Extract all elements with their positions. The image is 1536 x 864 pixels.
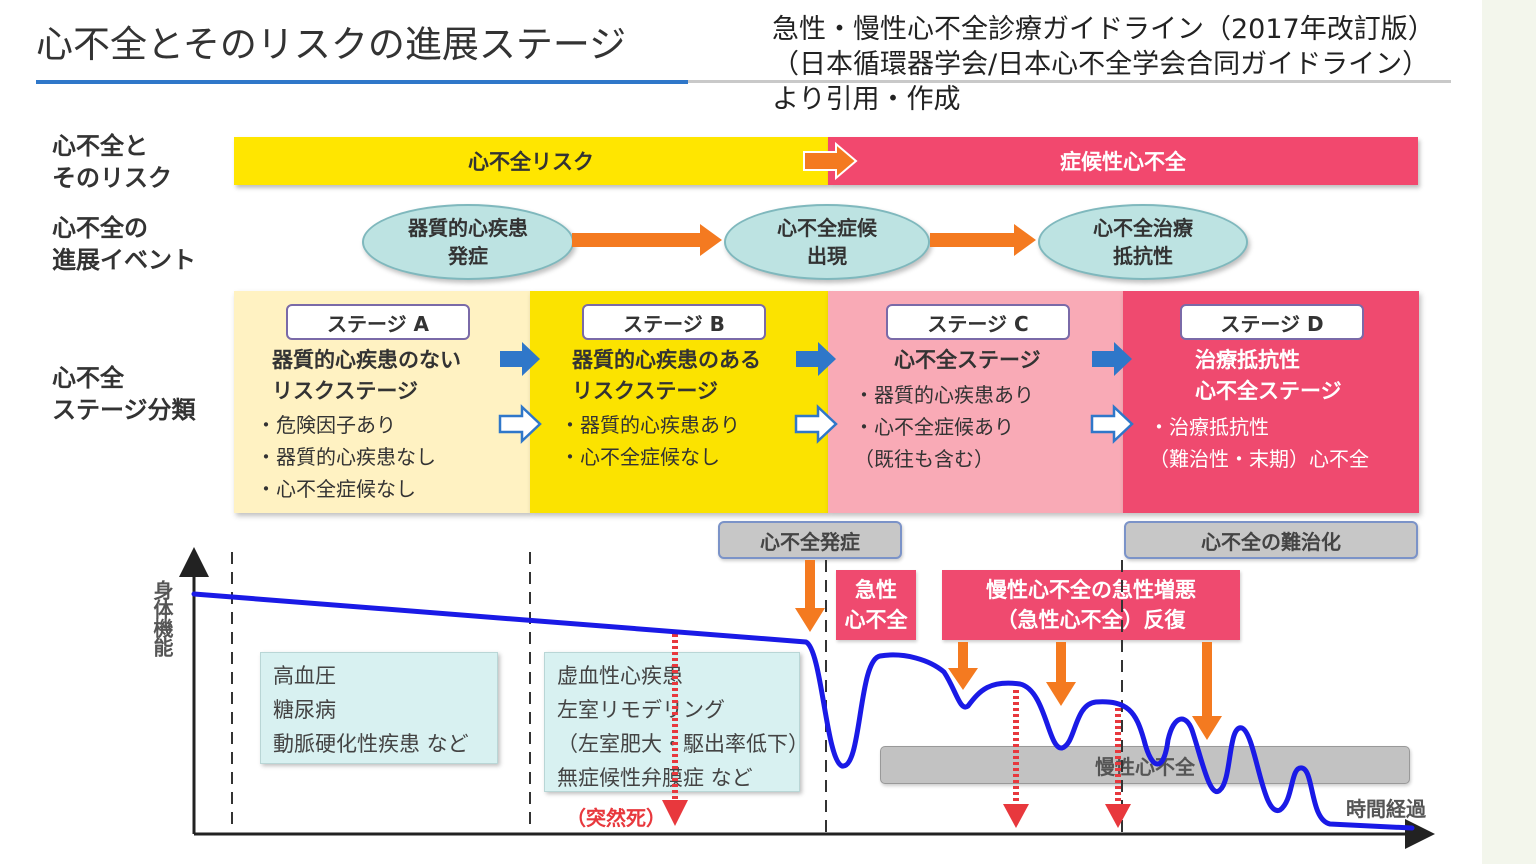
event-structural-heart-disease-onset: 器質的心疾患発症 bbox=[362, 204, 574, 280]
stage-c-heading: 心不全ステージ bbox=[894, 345, 1041, 376]
sudden-death-arrow-1 bbox=[662, 634, 688, 826]
exacerbation-label-line2: （急性心不全）反復 bbox=[996, 608, 1186, 632]
event-arrow-2 bbox=[930, 224, 1036, 256]
citation-line-1: 急性・慢性心不全診療ガイドライン（2017年改訂版） bbox=[772, 14, 1435, 45]
stage-b-item-2: ・心不全症候なし bbox=[560, 445, 720, 469]
cause-a-3: 動脈硬化性疾患 など bbox=[273, 732, 469, 756]
onset-label: 心不全発症 bbox=[718, 521, 902, 559]
stage-b-item-1: ・器質的心疾患あり bbox=[560, 413, 740, 437]
risk-band-symptomatic: 症候性心不全 bbox=[828, 137, 1418, 185]
stage-c-criteria: ・器質的心疾患あり ・心不全症候あり （既往も含む） bbox=[854, 379, 1034, 475]
event-symptoms-appear: 心不全症候出現 bbox=[724, 204, 930, 280]
stage-a-heading-line1: 器質的心疾患のない bbox=[272, 348, 461, 372]
event-1-line1: 器質的心疾患 bbox=[408, 216, 528, 240]
row-label-events: 心不全の 進展イベント bbox=[52, 212, 196, 276]
exacerbation-label-line1: 慢性心不全の急性増悪 bbox=[986, 578, 1196, 602]
row-label-risk: 心不全と そのリスク bbox=[52, 130, 172, 194]
onset-arrow bbox=[795, 560, 825, 632]
page-title: 心不全とそのリスクの進展ステージ bbox=[36, 23, 627, 66]
cause-a-1: 高血圧 bbox=[273, 664, 336, 688]
sudden-death-arrow-3 bbox=[1105, 702, 1131, 828]
title-underline bbox=[36, 80, 1451, 83]
row-label-risk-line1: 心不全と bbox=[52, 132, 148, 160]
stage-c-item-1: ・器質的心疾患あり bbox=[854, 383, 1034, 407]
risk-band-heart-failure-risk: 心不全リスク bbox=[234, 137, 828, 185]
stage-b-tab: ステージ B bbox=[582, 304, 766, 340]
stage-a-item-3: ・心不全症候なし bbox=[256, 477, 416, 501]
acute-label-line1: 急性 bbox=[855, 578, 897, 602]
stage-d-heading: 治療抵抗性 心不全ステージ bbox=[1195, 345, 1342, 407]
row-label-risk-line2: そのリスク bbox=[52, 164, 172, 192]
stage-arrow-blue-ab bbox=[500, 342, 540, 376]
stage-a-criteria: ・危険因子あり ・器質的心疾患なし ・心不全症候なし bbox=[256, 409, 436, 505]
stage-b-heading-line2: リスクステージ bbox=[572, 379, 718, 403]
event-3-line1: 心不全治療 bbox=[1093, 216, 1193, 240]
exacerbation-arrow-1 bbox=[948, 642, 978, 690]
stage-d-item-1: ・治療抵抗性 bbox=[1149, 415, 1269, 439]
row-label-stages: 心不全 ステージ分類 bbox=[52, 362, 196, 426]
row-label-events-line1: 心不全の bbox=[52, 214, 148, 242]
stage-a-causes: 高血圧 糖尿病 動脈硬化性疾患 など bbox=[260, 652, 498, 764]
stage-b-heading-line1: 器質的心疾患のある bbox=[572, 348, 761, 372]
event-treatment-resistance: 心不全治療抵抗性 bbox=[1038, 204, 1248, 280]
stage-a-heading-line2: リスクステージ bbox=[272, 379, 418, 403]
stage-c-item-2: ・心不全症候あり bbox=[854, 415, 1014, 439]
sudden-death-label: （突然死） bbox=[566, 806, 666, 830]
stage-a-box: ステージ A 器質的心疾患のない リスクステージ ・危険因子あり ・器質的心疾患… bbox=[234, 291, 530, 513]
citation-line-2: （日本循環器学会/日本心不全学会合同ガイドライン） bbox=[772, 49, 1430, 80]
stage-a-tab: ステージ A bbox=[286, 304, 470, 340]
event-2-line1: 心不全症候 bbox=[777, 216, 877, 240]
refractory-label: 心不全の難治化 bbox=[1124, 521, 1418, 559]
stage-b-criteria: ・器質的心疾患あり ・心不全症候なし bbox=[560, 409, 740, 473]
cause-a-2: 糖尿病 bbox=[273, 698, 336, 722]
row-label-events-line2: 進展イベント bbox=[52, 246, 196, 274]
row-label-stages-line2: ステージ分類 bbox=[52, 396, 196, 424]
stage-c-tab: ステージ C bbox=[886, 304, 1070, 340]
stage-a-item-2: ・器質的心疾患なし bbox=[256, 445, 436, 469]
stage-arrow-hollow-cd bbox=[1090, 404, 1134, 444]
stage-d-heading-line1: 治療抵抗性 bbox=[1195, 348, 1300, 372]
stage-d-tab: ステージ D bbox=[1180, 304, 1364, 340]
event-1-line2: 発症 bbox=[448, 244, 488, 268]
stage-b-heading: 器質的心疾患のある リスクステージ bbox=[572, 345, 761, 407]
stage-a-heading: 器質的心疾患のない リスクステージ bbox=[272, 345, 461, 407]
right-edge-strip bbox=[1482, 0, 1536, 864]
stage-arrow-blue-bc bbox=[796, 342, 836, 376]
stage-d-criteria: ・治療抵抗性 （難治性・末期）心不全 bbox=[1149, 411, 1369, 475]
cause-b-3: （左室肥大・駆出率低下） bbox=[557, 732, 809, 756]
exacerbation-arrow-2 bbox=[1046, 642, 1076, 706]
stage-b-box: ステージ B 器質的心疾患のある リスクステージ ・器質的心疾患あり ・心不全症… bbox=[530, 291, 828, 513]
stage-d-heading-line2: 心不全ステージ bbox=[1195, 379, 1342, 403]
stage-c-box: ステージ C 心不全ステージ ・器質的心疾患あり ・心不全症候あり （既往も含む… bbox=[828, 291, 1123, 513]
event-arrow-1 bbox=[572, 224, 722, 256]
stage-arrow-hollow-bc bbox=[794, 404, 838, 444]
cause-b-2: 左室リモデリング bbox=[557, 698, 725, 722]
acute-label-line2: 心不全 bbox=[844, 608, 908, 632]
row-label-stages-line1: 心不全 bbox=[52, 364, 124, 392]
physical-function-curve bbox=[191, 591, 1415, 831]
cause-b-4: 無症候性弁膜症 など bbox=[557, 766, 753, 790]
citation: 急性・慢性心不全診療ガイドライン（2017年改訂版） （日本循環器学会/日本心不… bbox=[772, 12, 1435, 117]
risk-transition-arrow bbox=[803, 141, 858, 181]
acute-exacerbation-label: 慢性心不全の急性増悪 （急性心不全）反復 bbox=[942, 570, 1240, 640]
event-2-line2: 出現 bbox=[807, 244, 847, 268]
stage-d-box: ステージ D 治療抵抗性 心不全ステージ ・治療抵抗性 （難治性・末期）心不全 bbox=[1123, 291, 1419, 513]
stage-arrow-blue-cd bbox=[1092, 342, 1132, 376]
sudden-death-arrow-2 bbox=[1003, 690, 1029, 828]
y-axis-label: 身体機能 bbox=[150, 580, 174, 656]
citation-line-3: より引用・作成 bbox=[772, 84, 961, 115]
stage-b-causes: 虚血性心疾患 左室リモデリング （左室肥大・駆出率低下） 無症候性弁膜症 など bbox=[544, 652, 809, 792]
stage-a-item-1: ・危険因子あり bbox=[256, 413, 396, 437]
exacerbation-arrow-3 bbox=[1192, 642, 1222, 740]
stage-arrow-hollow-ab bbox=[498, 404, 542, 444]
event-3-line2: 抵抗性 bbox=[1113, 244, 1173, 268]
title-underline-accent bbox=[36, 80, 688, 84]
stage-d-item-2: （難治性・末期）心不全 bbox=[1149, 447, 1369, 471]
cause-b-1: 虚血性心疾患 bbox=[557, 664, 683, 688]
stage-c-heading-line1: 心不全ステージ bbox=[894, 348, 1041, 372]
x-axis-label: 時間経過 bbox=[1346, 797, 1426, 821]
acute-heart-failure-label: 急性心不全 bbox=[836, 570, 916, 640]
stage-c-item-3: （既往も含む） bbox=[854, 447, 994, 471]
